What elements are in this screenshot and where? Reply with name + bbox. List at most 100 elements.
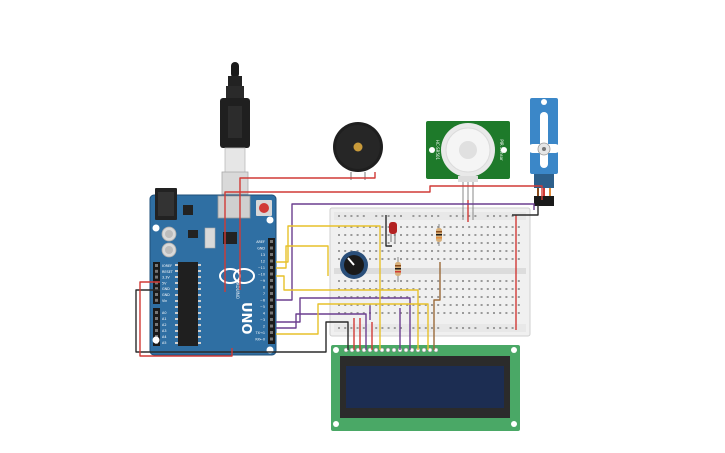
header-pin[interactable] — [270, 311, 273, 315]
breadboard-hole — [424, 296, 427, 298]
breadboard-hole — [468, 296, 471, 298]
breadboard-hole — [443, 226, 446, 228]
header-pin[interactable] — [270, 253, 273, 256]
header-pin[interactable] — [270, 305, 273, 308]
breadboard-hole — [356, 288, 359, 290]
lcd-pin[interactable] — [421, 347, 427, 353]
breadboard-hole — [505, 226, 508, 228]
breadboard-hole — [418, 258, 421, 260]
header-pin[interactable] — [155, 329, 158, 332]
breadboard-hole — [418, 226, 421, 228]
arduino-uno-board[interactable]: ARDUINO UNO AREFGND1312~11~10~987~6~54~3… — [149, 188, 277, 356]
pin-label: A3 — [162, 329, 166, 333]
pin-label: 4 — [263, 312, 265, 316]
header-pin[interactable] — [270, 285, 273, 289]
header-pin[interactable] — [270, 279, 273, 282]
breadboard-hole — [443, 312, 446, 314]
red-led-icon[interactable] — [389, 222, 397, 242]
chip-pin — [175, 336, 178, 338]
lcd-pin[interactable] — [391, 347, 397, 353]
breadboard-hole — [474, 242, 477, 244]
breadboard-hole — [418, 288, 421, 290]
lcd-pin[interactable] — [373, 347, 379, 353]
header-pin[interactable] — [155, 269, 158, 273]
breadboard-hole — [505, 250, 508, 252]
chip-pin — [175, 306, 178, 308]
rail-hole — [356, 215, 359, 217]
resistor-icon[interactable] — [436, 224, 442, 246]
breadboard-hole — [455, 258, 458, 260]
breadboard-hole — [424, 280, 427, 282]
breadboard-hole — [393, 288, 396, 290]
breadboard-hole — [418, 280, 421, 282]
lcd-pin[interactable] — [403, 347, 409, 353]
breadboard-hole — [486, 258, 489, 260]
rail-hole — [393, 215, 396, 217]
potentiometer-icon[interactable] — [340, 251, 368, 279]
breadboard-hole — [344, 242, 347, 244]
header-pin[interactable] — [155, 264, 158, 267]
header-pin[interactable] — [270, 272, 273, 276]
header-pin[interactable] — [270, 324, 273, 328]
rail-hole — [350, 327, 353, 329]
usb-cable-icon[interactable] — [220, 62, 250, 195]
breadboard-hole — [406, 312, 409, 314]
pin-label: ~10 — [258, 273, 265, 277]
micro-servo-icon[interactable] — [528, 98, 560, 206]
header-pin[interactable] — [270, 331, 273, 334]
breadboard-hole — [375, 258, 378, 260]
breadboard-hole — [344, 250, 347, 252]
header-pin[interactable] — [155, 281, 158, 285]
breadboard-hole — [493, 280, 495, 282]
breadboard-hole — [493, 226, 495, 228]
breadboard-hole — [406, 304, 409, 306]
header-pin[interactable] — [270, 240, 273, 243]
header-pin[interactable] — [270, 298, 273, 302]
breadboard-hole — [486, 280, 489, 282]
breadboard-hole — [505, 234, 508, 236]
piezo-buzzer-icon[interactable] — [333, 122, 383, 180]
header-pin[interactable] — [155, 317, 158, 320]
lcd-16x2-icon[interactable] — [331, 345, 520, 431]
breadboard-hole — [406, 226, 409, 228]
breadboard-hole — [462, 288, 464, 290]
header-pin[interactable] — [270, 266, 273, 269]
pin-label: IOREF — [162, 264, 172, 268]
breadboard-hole — [431, 288, 433, 290]
breadboard-hole — [406, 296, 409, 298]
header-pin[interactable] — [155, 298, 158, 302]
header-pin[interactable] — [155, 287, 158, 291]
pir-motion-sensor-icon[interactable]: HC-SR501 PIR Sensor — [426, 121, 510, 220]
breadboard-hole — [449, 258, 452, 260]
breadboard-hole — [393, 296, 396, 298]
breadboard-hole — [480, 234, 483, 236]
breadboard-hole — [356, 234, 359, 236]
breadboard-hole — [406, 280, 409, 282]
breadboard-hole — [480, 242, 483, 244]
lcd-pin[interactable] — [385, 347, 391, 353]
header-pin[interactable] — [270, 246, 273, 250]
breadboard-hole — [468, 312, 471, 314]
header-pin[interactable] — [270, 318, 273, 321]
header-pin[interactable] — [155, 275, 158, 279]
header-pin[interactable] — [155, 311, 158, 314]
header-pin[interactable] — [155, 323, 158, 326]
header-pin[interactable] — [270, 259, 273, 263]
pin-label: ~5 — [260, 305, 265, 309]
chip-pin — [198, 288, 201, 290]
chip-pin — [198, 342, 201, 344]
breadboard-hole — [517, 304, 520, 306]
resistor-icon[interactable] — [395, 257, 401, 282]
header-pin[interactable] — [270, 337, 273, 341]
pin-label: A5 — [162, 341, 166, 345]
breadboard-hole — [455, 226, 458, 228]
header-pin[interactable] — [270, 292, 273, 295]
breadboard-hole — [486, 226, 489, 228]
pin-label: A1 — [162, 317, 166, 321]
header-pin[interactable] — [155, 293, 158, 296]
breadboard-hole — [406, 234, 409, 236]
breadboard-hole — [511, 304, 514, 306]
breadboard-hole — [344, 288, 347, 290]
chip-pin — [198, 318, 201, 320]
header-pin[interactable] — [155, 335, 158, 338]
